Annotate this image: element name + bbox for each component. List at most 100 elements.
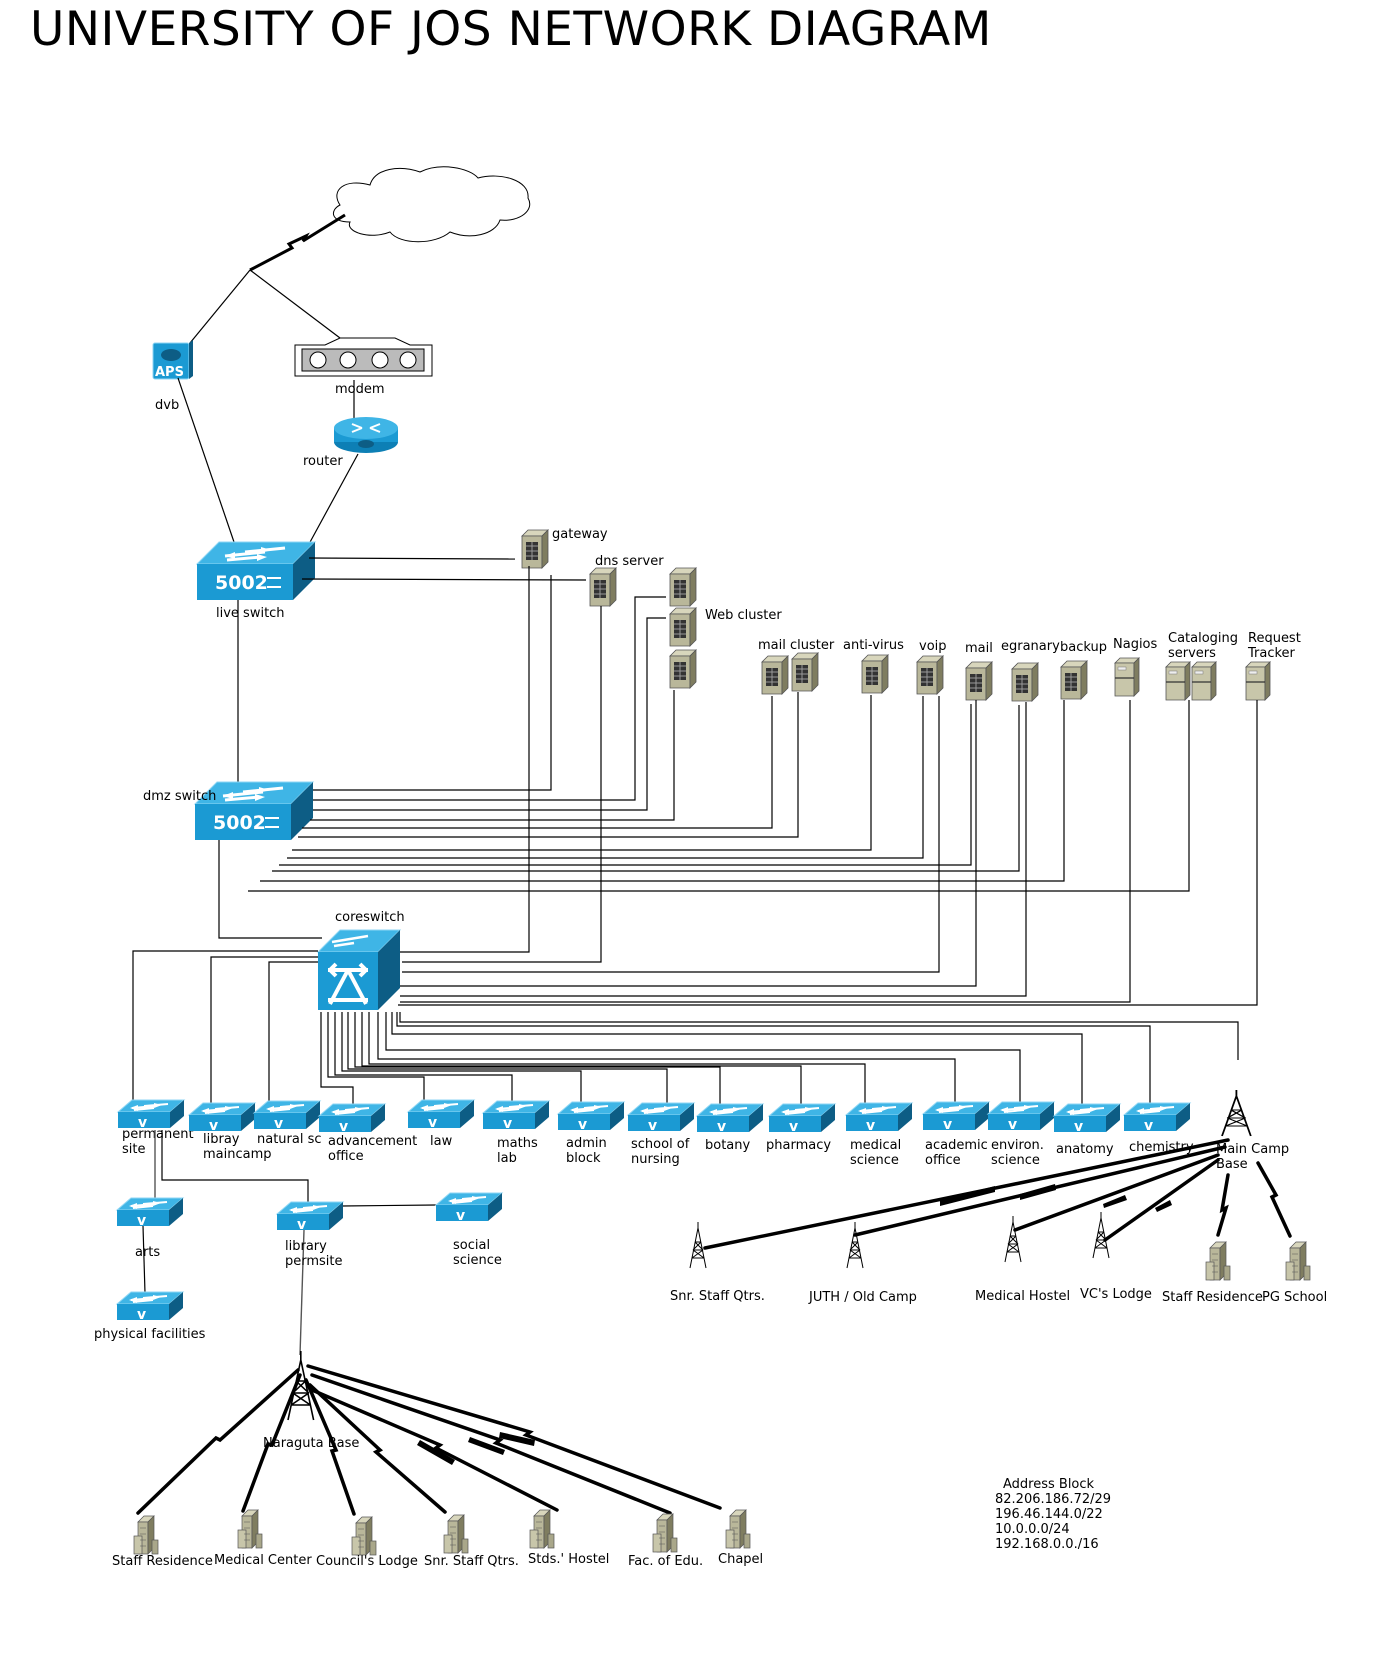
server-gateway[interactable] — [521, 529, 549, 569]
remote-building[interactable] — [725, 1509, 751, 1549]
remote-site-label: Staff Residence — [112, 1554, 213, 1569]
remote-building[interactable] — [133, 1515, 159, 1555]
diagram-title: UNIVERSITY OF JOS NETWORK DIAGRAM — [30, 2, 992, 57]
server-web-3[interactable] — [669, 649, 697, 689]
server-backup[interactable] — [1060, 660, 1088, 700]
access-switch[interactable] — [407, 1099, 475, 1132]
server-cataloging-1[interactable] — [1165, 661, 1191, 701]
server-dns[interactable] — [589, 567, 617, 607]
server-request-tracker[interactable] — [1245, 661, 1271, 701]
core-switch[interactable] — [316, 929, 402, 1010]
server-mail-cluster-2[interactable] — [791, 652, 819, 692]
router-device[interactable] — [334, 417, 398, 453]
server-anti-virus[interactable] — [861, 654, 889, 694]
access-switch[interactable] — [1053, 1103, 1121, 1136]
access-switch[interactable] — [627, 1102, 695, 1135]
access-switch-links — [132, 950, 1239, 1104]
access-switch-label: natural sc — [257, 1132, 322, 1147]
switch-arts[interactable] — [116, 1197, 184, 1230]
access-switch[interactable] — [845, 1102, 913, 1135]
access-switch[interactable] — [1123, 1102, 1191, 1135]
remote-tower[interactable] — [689, 1221, 707, 1269]
access-switch[interactable] — [922, 1101, 990, 1134]
access-switch[interactable] — [768, 1103, 836, 1136]
server-voip[interactable] — [916, 655, 944, 695]
server-mail-cluster-1[interactable] — [761, 655, 789, 695]
server-label-anti-virus: anti-virus — [843, 638, 904, 653]
access-switch[interactable] — [188, 1102, 256, 1135]
server-label-mail-cluster: mail cluster — [758, 638, 835, 653]
remote-site-label: Fac. of Edu. — [628, 1554, 703, 1569]
server-label-gateway: gateway — [552, 527, 608, 542]
live-switch[interactable] — [195, 540, 317, 602]
access-switch[interactable] — [557, 1101, 625, 1134]
remote-building[interactable] — [237, 1509, 263, 1549]
dvb-device[interactable]: APS — [152, 340, 193, 380]
remote-building[interactable] — [1205, 1241, 1231, 1281]
server-label-dns: dns server — [595, 554, 664, 569]
svg-text:APS: APS — [155, 365, 184, 380]
remote-building[interactable] — [652, 1513, 678, 1553]
server-label-mail: mail — [965, 641, 993, 656]
server-label-nagios: Nagios — [1113, 637, 1158, 652]
remote-site-label: Snr. Staff Qtrs. — [424, 1554, 519, 1569]
access-switch[interactable] — [253, 1100, 321, 1133]
remote-tower[interactable] — [1092, 1211, 1110, 1259]
switch-library-permsite[interactable] — [276, 1201, 344, 1234]
main-camp-tower[interactable] — [1221, 1089, 1252, 1137]
server-label-backup: backup — [1060, 640, 1107, 655]
access-switch-label: law — [430, 1134, 453, 1149]
server-mail[interactable] — [965, 661, 993, 701]
address-entry: 82.206.186.72/29 — [995, 1492, 1111, 1507]
core-server-links — [398, 566, 1258, 1006]
server-label-web-cluster: Web cluster — [705, 608, 782, 623]
server-label-voip: voip — [919, 639, 947, 654]
remote-building[interactable] — [529, 1509, 555, 1549]
remote-building[interactable] — [351, 1516, 377, 1556]
access-switch[interactable] — [482, 1100, 550, 1133]
remote-site-label: Council's Lodge — [316, 1554, 418, 1569]
server-egranary[interactable] — [1011, 662, 1039, 702]
main-camp-wireless-links — [703, 1138, 1292, 1250]
remote-building[interactable] — [1285, 1241, 1311, 1281]
address-entry: 10.0.0.0/24 — [995, 1522, 1070, 1537]
access-switch-label: environ.science — [991, 1138, 1044, 1168]
access-switch[interactable] — [318, 1103, 386, 1136]
address-block: Address Block 82.206.186.72/29 196.46.14… — [995, 1477, 1111, 1552]
server-web-1[interactable] — [669, 567, 697, 607]
remote-site-label: Staff Residence — [1162, 1290, 1263, 1305]
naraguta-label: Naraguta Base — [263, 1436, 359, 1451]
remote-building[interactable] — [443, 1514, 469, 1554]
internet-cloud — [332, 166, 531, 243]
access-switch[interactable] — [696, 1103, 764, 1136]
remote-site-label: VC's Lodge — [1080, 1287, 1152, 1302]
dmz-switch-label: dmz switch — [143, 789, 216, 804]
address-entry: 196.46.144.0/22 — [995, 1507, 1103, 1522]
server-nagios[interactable] — [1114, 657, 1140, 697]
switch-social-science[interactable] — [435, 1192, 503, 1225]
remote-tower[interactable] — [846, 1221, 864, 1269]
access-switch[interactable] — [987, 1101, 1055, 1134]
dmz-server-links — [248, 575, 1190, 892]
modem-device[interactable] — [294, 337, 433, 377]
switch-physical-facilities[interactable] — [116, 1291, 184, 1324]
remote-site-label: Stds.' Hostel — [528, 1552, 609, 1567]
server-cataloging-2[interactable] — [1191, 661, 1217, 701]
remote-tower[interactable] — [1004, 1215, 1022, 1263]
server-web-2[interactable] — [669, 607, 697, 647]
address-block-heading: Address Block — [1003, 1477, 1095, 1492]
